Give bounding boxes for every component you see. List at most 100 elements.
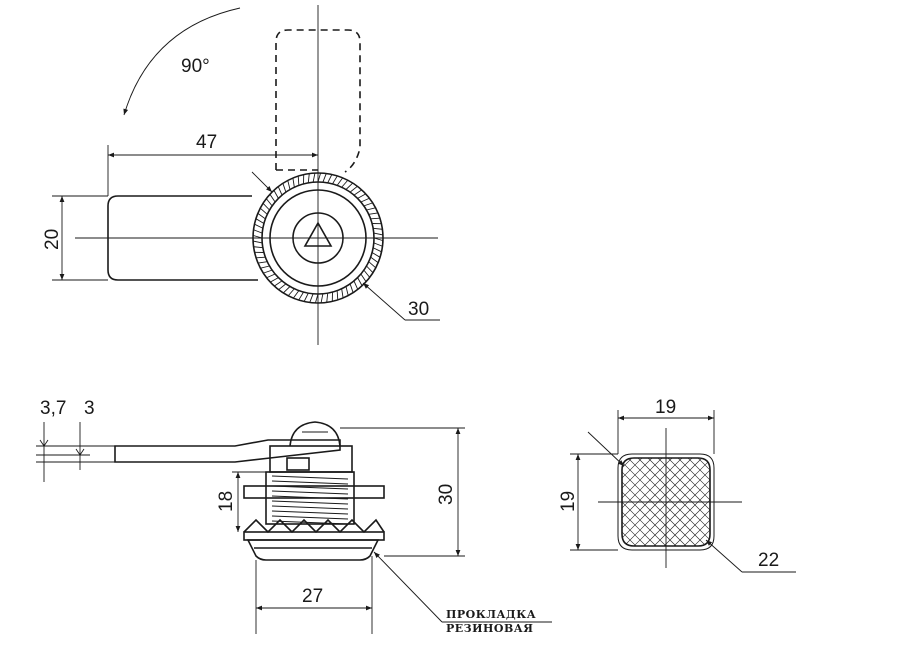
thread-line bbox=[271, 495, 349, 500]
knurl-tick bbox=[287, 180, 291, 190]
knurl-tick bbox=[353, 189, 362, 196]
dim-label-22: 22 bbox=[758, 550, 779, 571]
hatch-line-b bbox=[622, 458, 681, 546]
side-star-washer bbox=[243, 518, 385, 534]
thread-line bbox=[271, 475, 349, 480]
knurl-tick bbox=[366, 265, 374, 274]
knurl-tick bbox=[360, 197, 370, 203]
lever-body bbox=[107, 195, 258, 281]
knurl-tick bbox=[336, 177, 344, 186]
knurl-tick bbox=[287, 288, 295, 297]
knurl-tick bbox=[269, 194, 276, 203]
dim-label-19-height: 19 bbox=[558, 491, 579, 512]
knurl-tick bbox=[265, 198, 273, 207]
dim-label-30-height: 30 bbox=[436, 484, 457, 505]
knurl-tick bbox=[309, 293, 314, 303]
knurl-tick bbox=[341, 179, 349, 188]
hatch-line-b bbox=[622, 458, 651, 546]
dim-leader-30-lower bbox=[362, 282, 406, 321]
dim-leader-30-upper bbox=[251, 171, 273, 193]
dim-label-18: 18 bbox=[216, 491, 237, 512]
lock-body-circle bbox=[269, 189, 367, 287]
knurl-tick bbox=[263, 269, 273, 274]
knurl-tick bbox=[260, 265, 270, 269]
knurl-tick bbox=[353, 280, 359, 290]
hatch-line-a bbox=[679, 458, 710, 546]
knurl-tick bbox=[292, 177, 295, 188]
knurl-tick bbox=[303, 292, 309, 302]
knurl-tick bbox=[252, 234, 263, 239]
knurl-tick bbox=[262, 202, 270, 211]
hatch-line-b bbox=[622, 458, 710, 546]
knurl-tick bbox=[257, 212, 266, 220]
knurl-tick bbox=[368, 261, 377, 269]
knurl-tick bbox=[270, 277, 279, 283]
thread-line bbox=[271, 510, 349, 515]
knurl-tick bbox=[314, 293, 319, 304]
side-lever bbox=[114, 439, 341, 463]
knurl-tick bbox=[357, 277, 363, 286]
knurl-tick bbox=[349, 283, 354, 293]
knurl-tick bbox=[326, 293, 329, 303]
gasket-label-line1: ПРОКЛАДКА bbox=[446, 608, 536, 621]
side-rubber-gasket bbox=[246, 539, 380, 561]
thread-line bbox=[271, 520, 349, 525]
hatch-line-a bbox=[480, 440, 620, 580]
thread-line bbox=[271, 500, 349, 505]
hatch-line-b bbox=[622, 458, 701, 546]
knurl-tick bbox=[345, 182, 354, 190]
knurl-tick bbox=[254, 223, 264, 229]
knurl-tick bbox=[252, 240, 263, 244]
hatch-line-a bbox=[709, 458, 710, 546]
knurl-tick bbox=[373, 237, 384, 242]
arrow bbox=[75, 448, 85, 456]
knurl-tick bbox=[320, 293, 324, 304]
hatch-line-b bbox=[622, 458, 710, 546]
section-hatching bbox=[480, 440, 710, 580]
triangle-key-icon bbox=[303, 221, 333, 247]
gasket-label-line2: РЕЗИНОВАЯ bbox=[446, 622, 533, 635]
lever-rotated-dashed bbox=[275, 29, 361, 173]
knurl-tick bbox=[273, 190, 279, 199]
hatch-line-a bbox=[639, 458, 710, 546]
knurl-tick bbox=[322, 173, 327, 183]
thread-line bbox=[271, 505, 349, 510]
knurl-tick bbox=[312, 172, 316, 183]
knurl-tick bbox=[363, 202, 373, 207]
side-flange bbox=[243, 531, 385, 541]
knurl-tick bbox=[370, 256, 379, 264]
knurl-tick bbox=[373, 232, 384, 236]
knurl-tick bbox=[255, 218, 265, 224]
knurl-tick bbox=[259, 207, 268, 215]
dim-label-27: 27 bbox=[302, 586, 323, 607]
thread-line bbox=[271, 490, 349, 495]
knurl-tick bbox=[371, 252, 381, 258]
hatch-line-b bbox=[622, 458, 671, 546]
knurl-tick bbox=[298, 291, 304, 301]
knurl-tick bbox=[297, 176, 300, 186]
dim-label-3: 3 bbox=[84, 398, 95, 419]
knurl-tick bbox=[277, 186, 283, 196]
key-cylinder-circle bbox=[292, 212, 344, 264]
knurled-ring-outer bbox=[252, 172, 384, 304]
knurl-tick bbox=[373, 227, 383, 230]
hatch-line-b bbox=[622, 458, 710, 546]
knurl-tick bbox=[266, 273, 276, 279]
rotation-arc bbox=[123, 7, 241, 116]
knurl-tick bbox=[363, 269, 371, 278]
dim-label-30-diameter: 30 bbox=[408, 299, 429, 320]
hatch-line-a bbox=[669, 458, 710, 546]
hatch-line-b bbox=[622, 458, 710, 546]
knurl-tick bbox=[253, 229, 263, 234]
top-view: 90° 47 20 30 bbox=[42, 5, 440, 345]
knurl-tick bbox=[256, 256, 266, 259]
knurl-tick bbox=[366, 207, 376, 211]
knurl-tick bbox=[327, 174, 333, 184]
knurl-tick bbox=[341, 288, 344, 299]
hatch-line-b bbox=[622, 458, 691, 546]
knurl-tick bbox=[253, 246, 263, 249]
knurl-tick bbox=[357, 193, 366, 199]
knurl-tick bbox=[257, 261, 268, 264]
knurl-tick bbox=[278, 283, 287, 291]
